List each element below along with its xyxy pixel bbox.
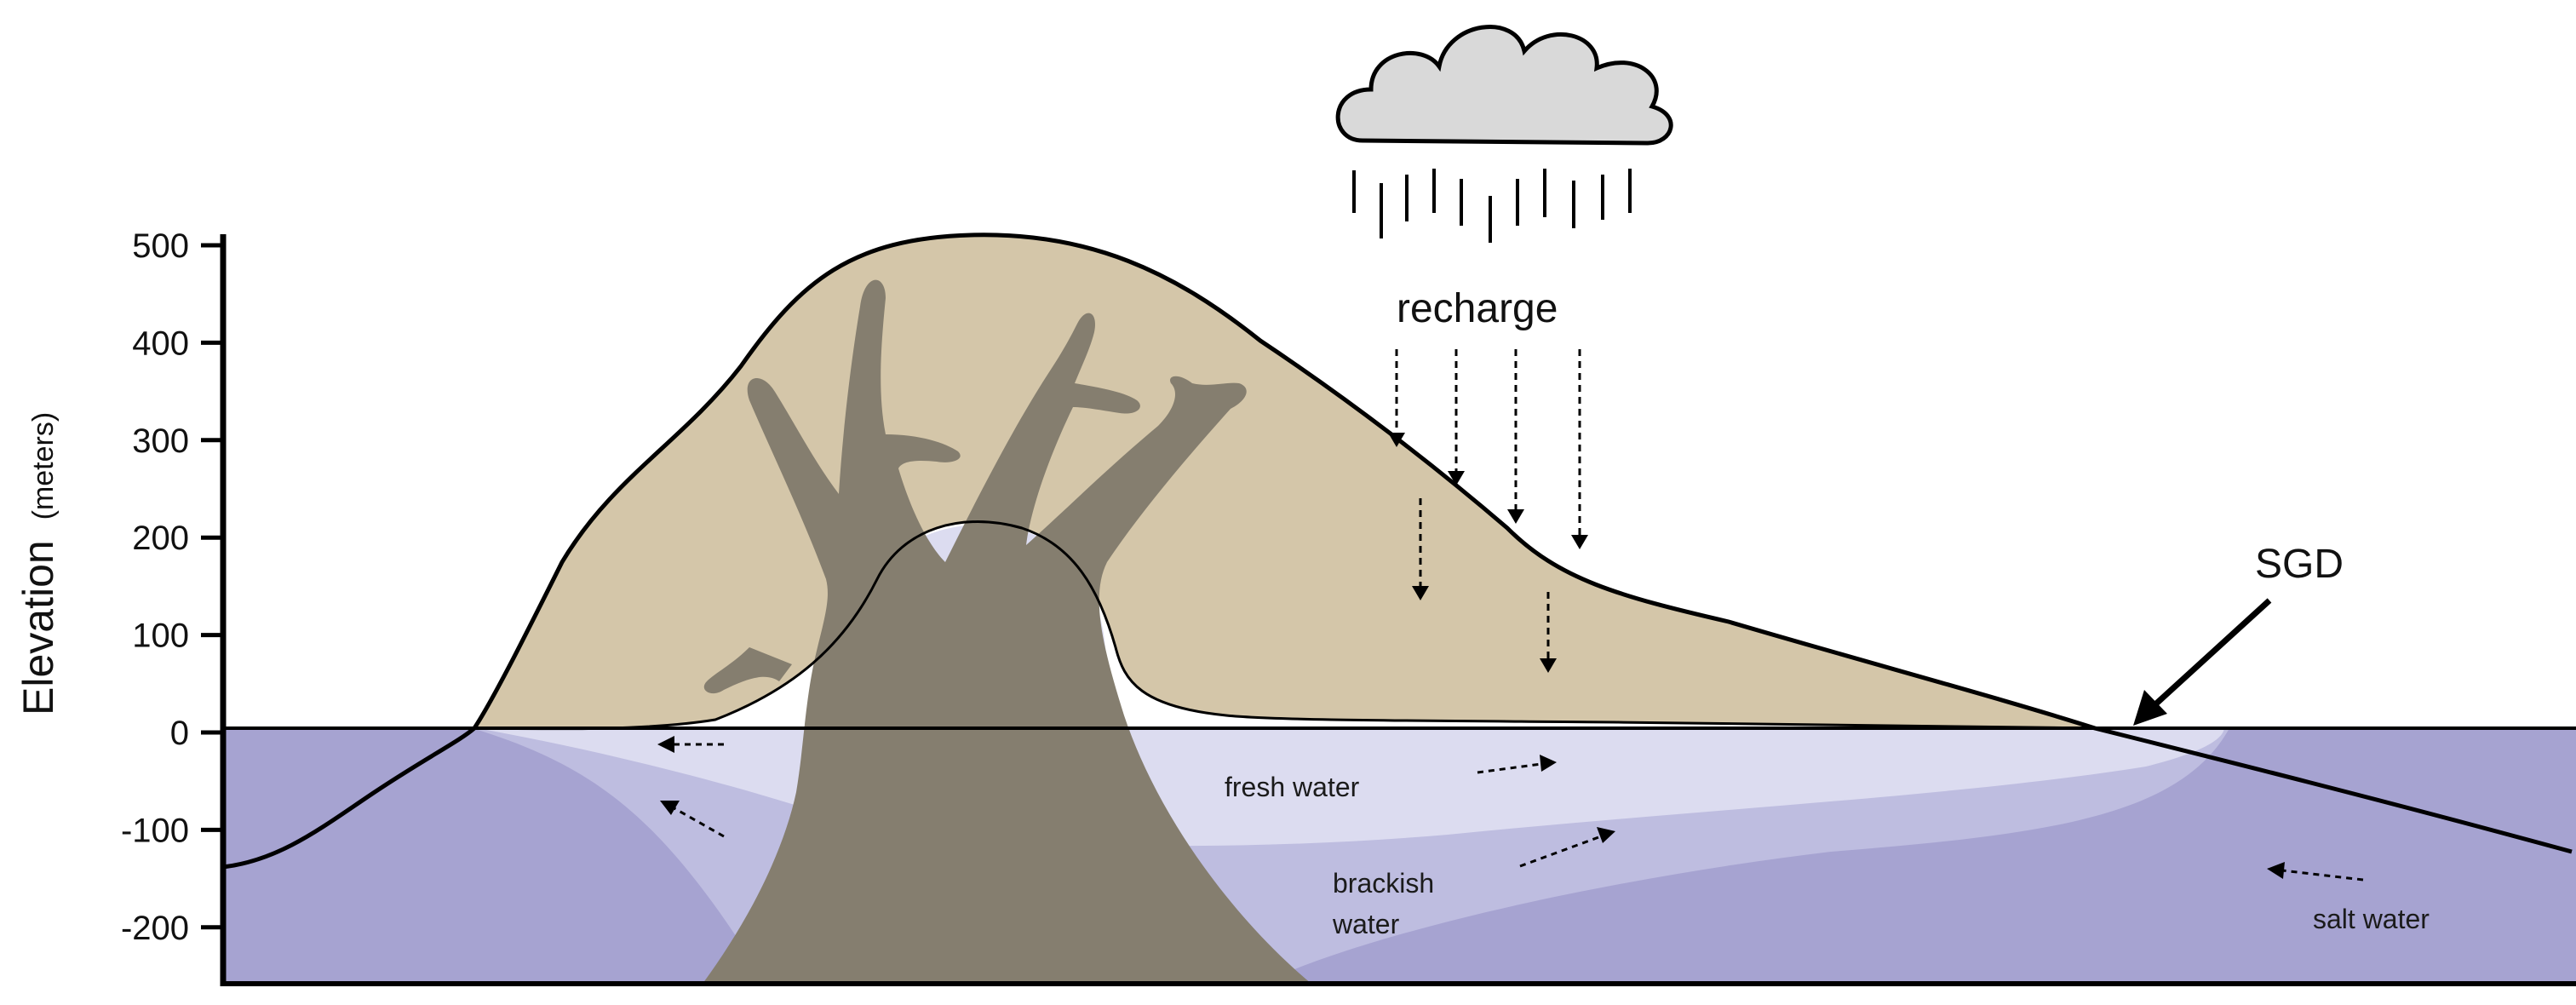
rain-lines bbox=[1352, 169, 1632, 243]
rain-cloud-icon bbox=[1335, 25, 1673, 243]
brackish-word: brackish bbox=[1333, 868, 1434, 899]
y-tick-label: -200 bbox=[121, 910, 189, 947]
recharge-label: recharge bbox=[1397, 286, 1558, 331]
recharge-arrows bbox=[1395, 349, 1581, 660]
y-tick-label: 300 bbox=[132, 422, 189, 460]
volcanic-rock-intrusion bbox=[703, 279, 1311, 984]
y-tick-label: 500 bbox=[132, 227, 189, 265]
y-tick-label: 100 bbox=[132, 617, 189, 655]
flow-arrowheads bbox=[657, 736, 2285, 879]
island-land-region bbox=[474, 234, 2095, 729]
sgd-arrowhead bbox=[2133, 690, 2167, 726]
brackish-water-label: brackish water bbox=[1332, 868, 1442, 939]
y-tick-label: 200 bbox=[132, 520, 189, 557]
land-surface-line bbox=[222, 233, 2573, 870]
water-word: water bbox=[1332, 909, 1400, 939]
fresh-water-label: fresh water bbox=[1225, 772, 1360, 802]
recharge-arrowheads bbox=[1388, 433, 1588, 673]
y-tick-label: 0 bbox=[170, 715, 189, 752]
y-tick-label: 400 bbox=[132, 324, 189, 362]
axis-title: Elevation (meters) bbox=[14, 412, 62, 715]
cloud-shape bbox=[1335, 25, 1673, 146]
rock-finger bbox=[703, 647, 792, 694]
axis-title-text: Elevation bbox=[14, 540, 62, 715]
y-tick-label: -100 bbox=[121, 812, 189, 849]
flow-arrows bbox=[672, 743, 2364, 882]
water-table-line bbox=[473, 520, 2096, 731]
sgd-label: SGD bbox=[2255, 542, 2344, 587]
sgd-arrow bbox=[2133, 598, 2272, 726]
salt-water-label: salt water bbox=[2313, 904, 2430, 934]
y-axis: 500 400 300 200 100 0 -100 -200 bbox=[121, 227, 227, 986]
axis-unit-text: (meters) bbox=[27, 412, 60, 520]
